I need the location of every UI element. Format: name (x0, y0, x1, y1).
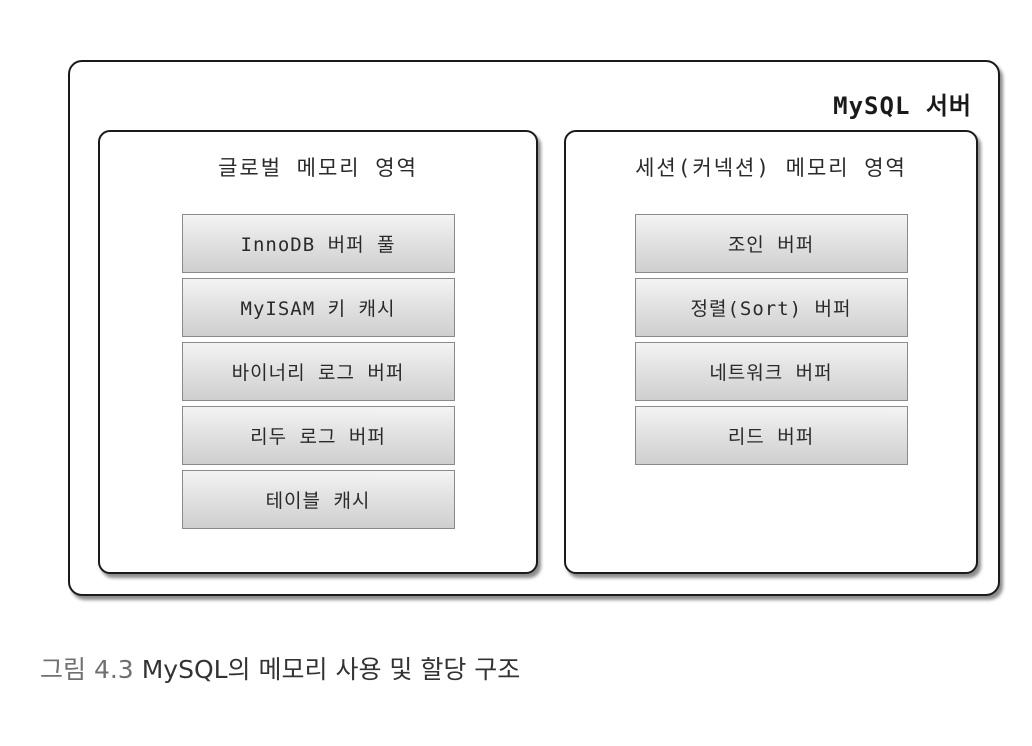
server-title: MySQL 서버 (833, 92, 972, 120)
session-memory-area: 세션(커넥션) 메모리 영역 조인 버퍼 정렬(Sort) 버퍼 네트워크 버퍼… (564, 130, 978, 574)
figure-number: 그림 4.3 (40, 655, 134, 684)
network-buffer: 네트워크 버퍼 (634, 342, 908, 401)
innodb-buffer-pool: InnoDB 버퍼 풀 (181, 214, 455, 273)
global-buffer-list: InnoDB 버퍼 풀 MyISAM 키 캐시 바이너리 로그 버퍼 리두 로그… (100, 214, 536, 534)
session-memory-area-title: 세션(커넥션) 메모리 영역 (635, 156, 907, 180)
figure-caption-text: MySQL의 메모리 사용 및 할당 구조 (141, 655, 521, 684)
redo-log-buffer: 리두 로그 버퍼 (181, 406, 455, 465)
global-memory-area: 글로벌 메모리 영역 InnoDB 버퍼 풀 MyISAM 키 캐시 바이너리 … (98, 130, 538, 574)
mysql-server-box: MySQL 서버 글로벌 메모리 영역 InnoDB 버퍼 풀 MyISAM 키… (68, 60, 1000, 596)
global-memory-area-title: 글로벌 메모리 영역 (218, 156, 418, 180)
session-buffer-list: 조인 버퍼 정렬(Sort) 버퍼 네트워크 버퍼 리드 버퍼 (566, 214, 976, 470)
table-cache: 테이블 캐시 (181, 470, 455, 529)
read-buffer: 리드 버퍼 (634, 406, 908, 465)
sort-buffer: 정렬(Sort) 버퍼 (634, 278, 908, 337)
join-buffer: 조인 버퍼 (634, 214, 908, 273)
binary-log-buffer: 바이너리 로그 버퍼 (181, 342, 455, 401)
myisam-key-cache: MyISAM 키 캐시 (181, 278, 455, 337)
